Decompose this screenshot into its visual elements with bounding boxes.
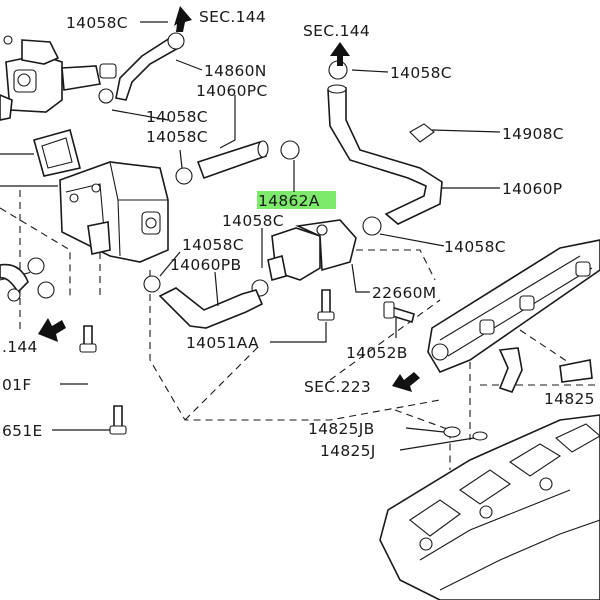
label-14060pc: 14060PC bbox=[196, 82, 268, 100]
label-14058c-left-mid: 14058C bbox=[182, 236, 244, 254]
label-14060p: 14060P bbox=[502, 180, 562, 198]
label-14058c-a: 14058C bbox=[146, 108, 208, 126]
label-14058c-mid: 14058C bbox=[222, 212, 284, 230]
label-651e: 651E bbox=[2, 422, 43, 440]
egr-valve-assembly bbox=[0, 35, 117, 121]
label-14860n: 14860N bbox=[204, 62, 267, 80]
label-14058c-right-top: 14058C bbox=[390, 64, 452, 82]
leader-lines bbox=[0, 21, 501, 451]
section-arrows bbox=[38, 6, 420, 392]
gasket-plate bbox=[33, 129, 81, 177]
label-14060pb: 14060PB bbox=[170, 256, 241, 274]
label-14058c-b: 14058C bbox=[146, 128, 208, 146]
bolts bbox=[79, 289, 415, 435]
hose-14060pb bbox=[143, 275, 264, 329]
label-14825jb: 14825JB bbox=[308, 420, 375, 438]
part-number-highlight bbox=[257, 191, 336, 209]
label-sec144-left: .144 bbox=[2, 338, 38, 356]
part-labels: 14058C SEC.144 SEC.144 14860N 14058C 140… bbox=[2, 8, 595, 460]
label-sec144-top: SEC.144 bbox=[199, 8, 266, 26]
label-14058c-right-mid: 14058C bbox=[444, 238, 506, 256]
left-hose-parts bbox=[0, 257, 55, 302]
intake-manifold bbox=[379, 414, 600, 600]
label-14052b: 14052B bbox=[346, 344, 408, 362]
fuel-rail bbox=[427, 239, 600, 393]
label-sec144-right: SEC.144 bbox=[303, 22, 370, 40]
hose-14060p bbox=[327, 60, 443, 236]
sec144-left-arrow bbox=[38, 318, 66, 342]
label-22660m: 22660M bbox=[372, 284, 436, 302]
sec144-right-arrow bbox=[330, 42, 350, 66]
label-14051aa: 14051AA bbox=[186, 334, 259, 352]
label-sec223: SEC.223 bbox=[304, 378, 371, 396]
hose-14060pc bbox=[175, 140, 300, 185]
label-14908c: 14908C bbox=[502, 125, 564, 143]
valve-housing bbox=[251, 219, 357, 297]
egr-cooler-block bbox=[59, 161, 169, 263]
label-14862a: 14862A bbox=[258, 192, 320, 210]
label-01f: 01F bbox=[2, 376, 32, 394]
dashed-reference-lines bbox=[0, 190, 600, 470]
sec144-top-arrow bbox=[174, 6, 192, 32]
label-14058c-top: 14058C bbox=[66, 14, 128, 32]
label-14825j: 14825J bbox=[320, 442, 376, 460]
label-14825-right: 14825 bbox=[544, 390, 595, 408]
sec223-arrow bbox=[392, 372, 420, 392]
hose-14860n bbox=[98, 32, 185, 104]
